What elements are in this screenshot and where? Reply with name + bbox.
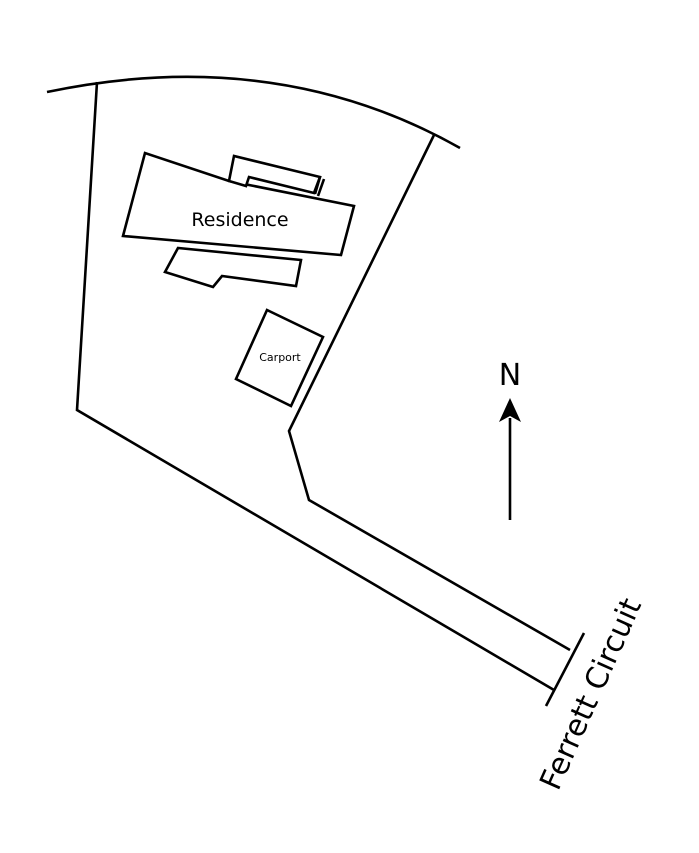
carport-building: Carport xyxy=(234,308,325,408)
street-name-label: Ferrett Circuit xyxy=(533,593,649,795)
residence-main-block xyxy=(121,151,356,257)
residence-rear-wing xyxy=(163,246,303,289)
residence-projection-detail xyxy=(313,176,326,197)
north-label: N xyxy=(499,358,521,393)
rear-boundary-arc xyxy=(46,75,461,150)
carport-label: Carport xyxy=(259,351,301,364)
north-arrow: N xyxy=(499,358,521,520)
north-arrow-icon xyxy=(499,398,521,422)
street-frontage-line xyxy=(544,632,586,707)
driveway-boundary xyxy=(287,134,571,652)
lot-outline xyxy=(75,81,555,692)
residence-label: Residence xyxy=(191,209,288,231)
property-boundary xyxy=(46,75,586,707)
residence-building: Residence xyxy=(121,151,356,289)
carport-outline xyxy=(234,308,325,408)
